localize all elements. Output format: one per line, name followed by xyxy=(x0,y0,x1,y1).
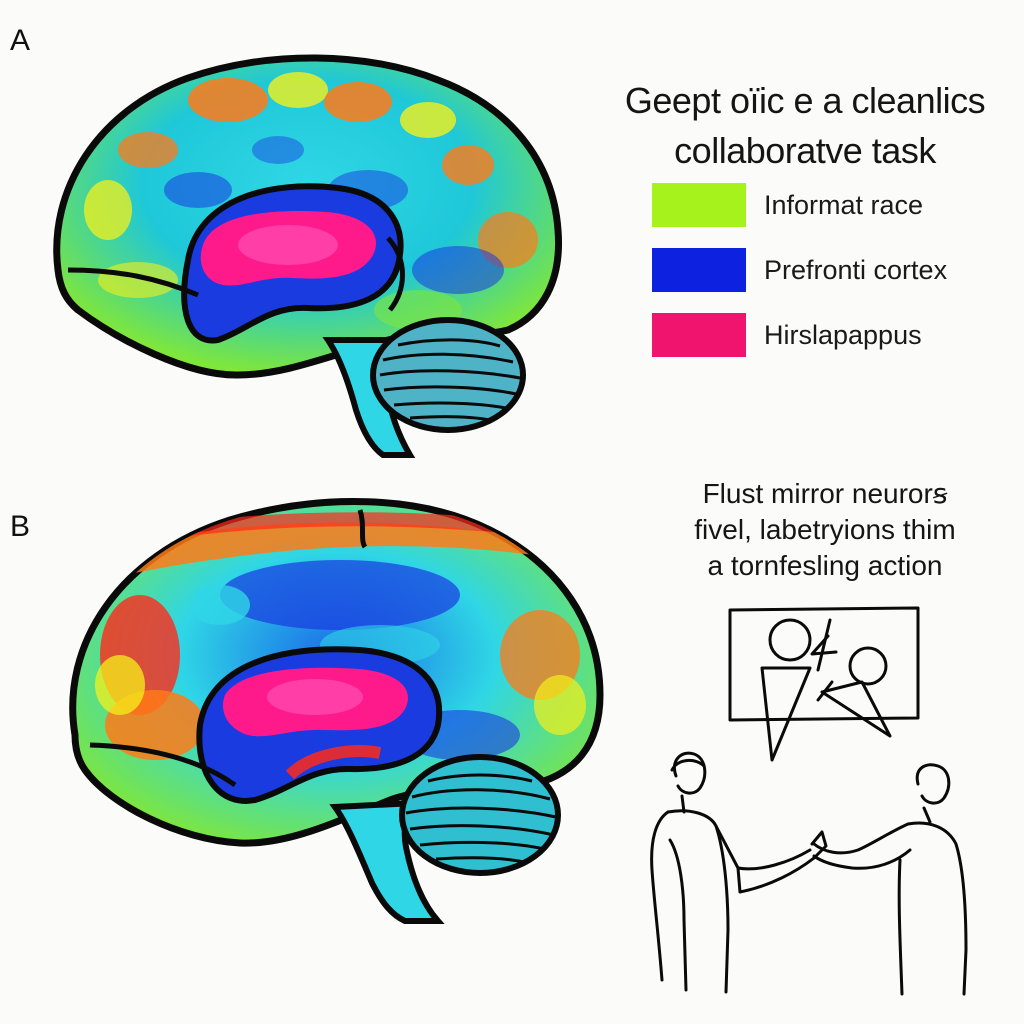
legend-swatch-green xyxy=(652,183,746,227)
legend-label: Informat race xyxy=(764,189,924,220)
whiteboard-icon xyxy=(728,606,920,762)
legend-title-line1: Geept oïic e a cleanlics xyxy=(624,80,986,121)
legend-item-hippocampus: Hirslapappus xyxy=(652,313,1012,357)
legend: Informat race Prefronti cortex Hirslapap… xyxy=(652,183,1012,378)
cerebellum-a xyxy=(370,317,526,433)
brain-scan-a xyxy=(38,40,598,460)
collaboration-sketch xyxy=(600,600,1020,1010)
legend-title-line2: collaboratve task xyxy=(674,130,936,171)
caption-line2: fivel, labetryions thim xyxy=(694,514,956,545)
legend-swatch-magenta xyxy=(652,313,746,357)
people-illustration xyxy=(650,606,968,996)
person-left-icon xyxy=(650,751,816,994)
panel-label-b: B xyxy=(10,510,31,543)
legend-label: Hirslapappus xyxy=(764,319,922,350)
caption-line1: Flust mirror neurorꞩ xyxy=(702,478,948,509)
cerebellum-b xyxy=(399,754,561,876)
legend-title: Geept oïic e a cleanlics collaboratve ta… xyxy=(600,76,1010,176)
brain-b-illustration xyxy=(69,498,604,924)
brain-a-illustration xyxy=(53,54,563,458)
legend-label: Prefronti cortex xyxy=(764,254,948,285)
person-right-icon xyxy=(810,763,968,996)
legend-item-prefrontal: Prefronti cortex xyxy=(652,248,1012,292)
legend-item-information: Informat race xyxy=(652,183,1012,227)
mirror-neuron-caption: Flust mirror neurorꞩ fivel, labetryions … xyxy=(640,476,1010,584)
panel-label-a: A xyxy=(10,24,31,57)
legend-swatch-blue xyxy=(652,248,746,292)
caption-line3: a tornfesling action xyxy=(707,550,943,581)
brain-scan-b xyxy=(60,485,620,925)
